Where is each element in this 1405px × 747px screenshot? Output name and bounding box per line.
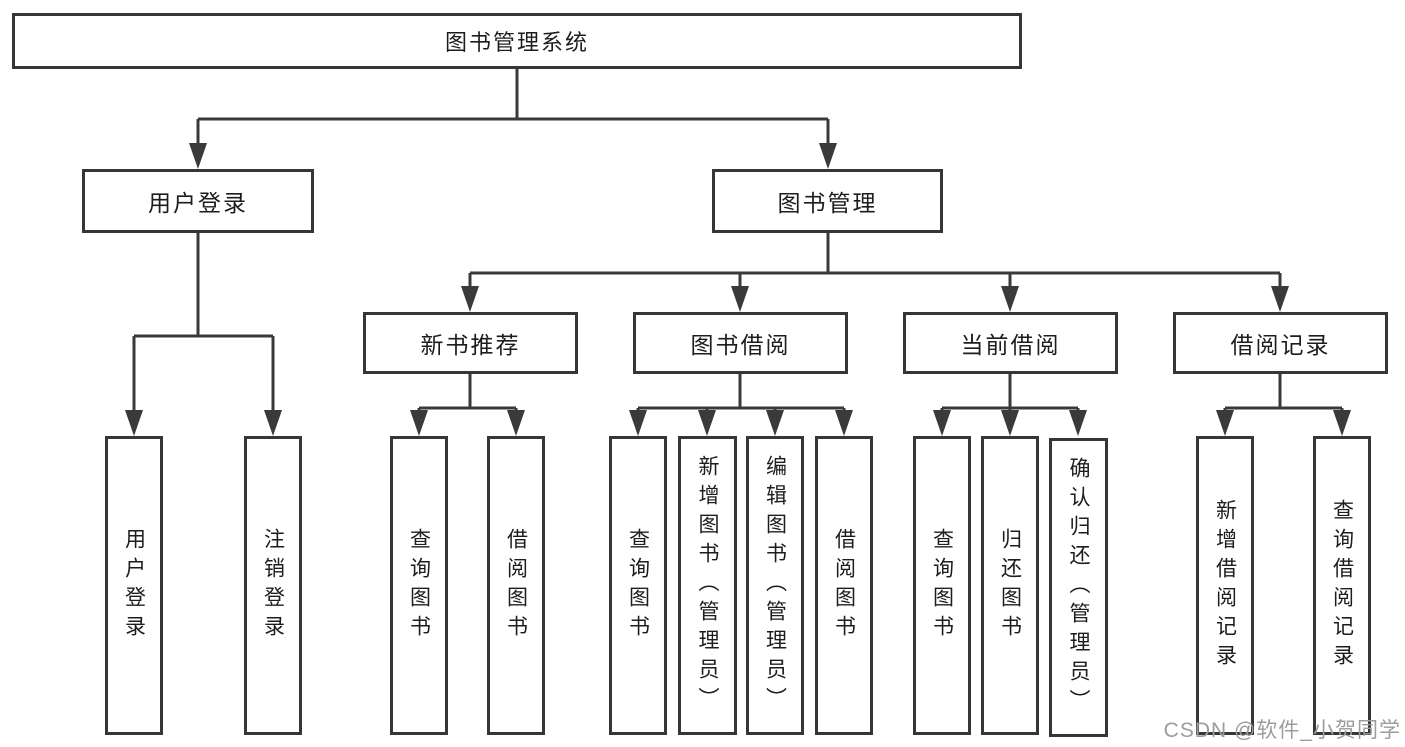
leaf-label: 归还图书: [998, 527, 1022, 644]
leaf-label: 借阅图书: [504, 527, 528, 644]
leaf-label: 查询借阅记录: [1330, 498, 1354, 673]
leaf-label: 编辑图书（管理员）: [763, 455, 787, 716]
leaf-label: 新增借阅记录: [1213, 498, 1237, 673]
leaf-edit-book-admin: 编辑图书（管理员）: [746, 436, 804, 735]
node-book-borrowing: 图书借阅: [633, 312, 848, 374]
node-borrowing-records: 借阅记录: [1173, 312, 1388, 374]
leaf-confirm-return-admin: 确认归还（管理员）: [1049, 438, 1108, 737]
leaf-logout: 注销登录: [244, 436, 302, 735]
node-book-management: 图书管理: [712, 169, 943, 233]
leaf-label: 确认归还（管理员）: [1067, 457, 1091, 718]
leaf-label: 查询图书: [626, 527, 650, 644]
node-current-borrowing: 当前借阅: [903, 312, 1118, 374]
leaf-label: 查询图书: [407, 527, 431, 644]
leaf-query-borrow-record: 查询借阅记录: [1313, 436, 1371, 735]
leaf-label: 借阅图书: [832, 527, 856, 644]
leaf-borrow-books-2: 借阅图书: [815, 436, 873, 735]
arrowheads: [125, 143, 1351, 436]
leaf-label: 注销登录: [261, 527, 285, 644]
leaf-label: 查询图书: [930, 527, 954, 644]
node-library-system: 图书管理系统: [12, 13, 1022, 69]
leaf-add-book-admin: 新增图书（管理员）: [678, 436, 737, 735]
leaf-label: 新增图书（管理员）: [696, 455, 720, 716]
leaf-return-book: 归还图书: [981, 436, 1039, 735]
leaf-add-borrow-record: 新增借阅记录: [1196, 436, 1254, 735]
node-new-book-recommendation: 新书推荐: [363, 312, 578, 374]
watermark-csdn: CSDN @软件_小贺同学: [1163, 719, 1401, 742]
leaf-query-books-1: 查询图书: [390, 436, 448, 735]
leaf-query-books-3: 查询图书: [913, 436, 971, 735]
leaf-label: 用户登录: [122, 527, 146, 644]
leaf-borrow-books-1: 借阅图书: [487, 436, 545, 735]
leaf-query-books-2: 查询图书: [609, 436, 667, 735]
node-user-login: 用户登录: [82, 169, 314, 233]
leaf-user-login: 用户登录: [105, 436, 163, 735]
